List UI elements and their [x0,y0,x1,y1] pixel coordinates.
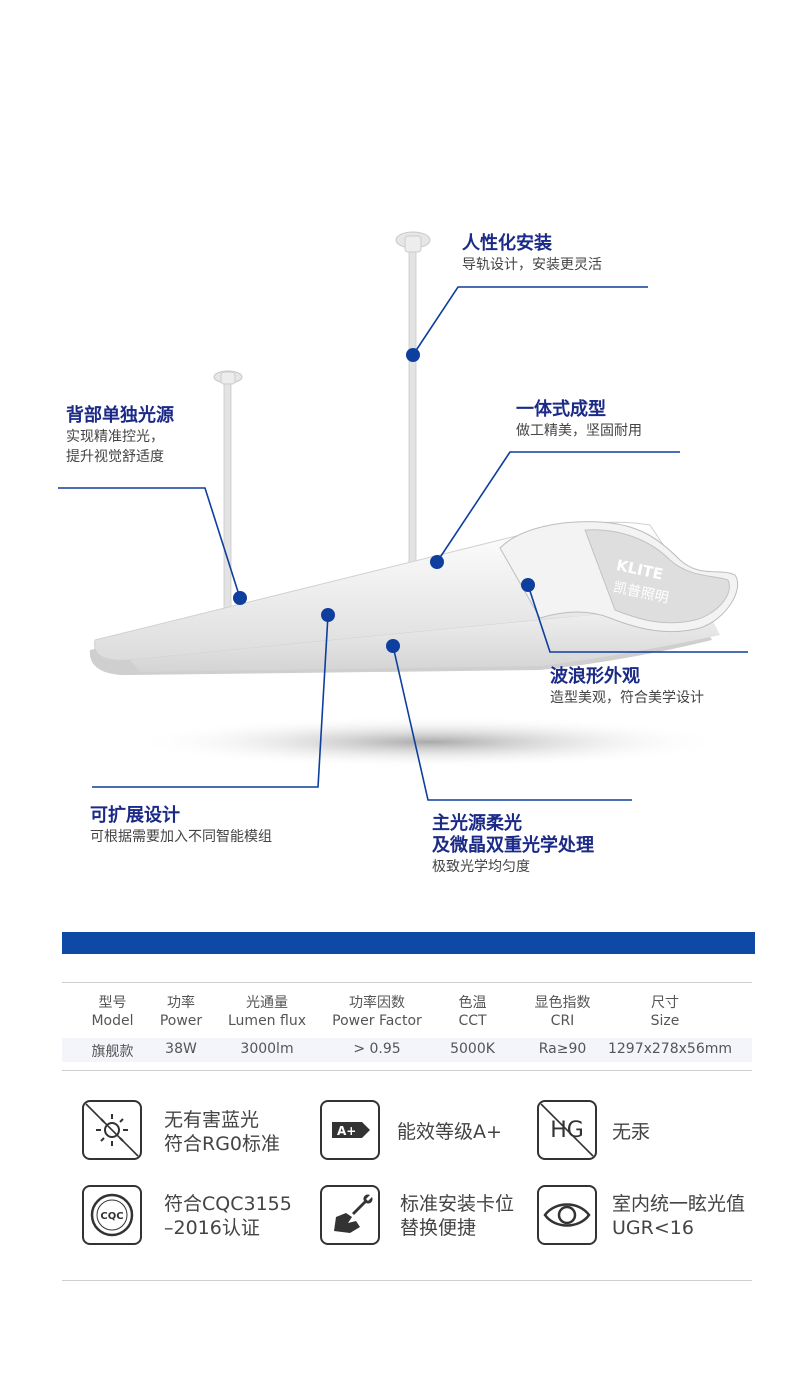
lamp-illustration: KLITE 凯普照明 [58,231,748,801]
cert-blue-light-label: 无有害蓝光符合RG0标准 [164,1109,281,1155]
spec-cell-size: 1297x278x56mm [607,1041,732,1057]
energy-badge-text: A+ [337,1124,356,1138]
footer-divider [62,1280,752,1281]
lamp-shadow [130,716,730,768]
feature-wave-title: 波浪形外观 [550,666,640,687]
table-top-divider [62,982,752,983]
spec-cell-power-factor: > 0.95 [353,1041,401,1057]
feature-back-light-desc-1: 实现精准控光， [66,429,164,445]
callout-dots [233,348,535,653]
table-bottom-divider [62,1070,752,1071]
callout-dot-expand [321,608,335,622]
spec-cell-power: 38W [165,1041,197,1057]
sun-crossed-icon [82,1100,142,1160]
feature-expand-title: 可扩展设计 [90,805,180,826]
callout-line-wave [527,584,748,653]
feature-optics-desc: 极致光学均匀度 [432,859,530,875]
section-bar [62,932,755,954]
spec-cell-cct: 5000K [450,1041,495,1057]
suspension-rod-right [395,231,431,568]
energy-label-icon: A+ [320,1100,380,1160]
cert-cqc-label: 符合CQC3155–2016认证 [164,1193,292,1239]
spec-cell-model: 旗舰款 [91,1044,134,1060]
feature-back-light: 背部单独光源 实现精准控光， 提升视觉舒适度 [66,405,174,467]
callout-line-install [412,286,648,356]
cqc-badge-text: CQC [100,1211,123,1222]
feature-optics: 主光源柔光 及微晶双重光学处理 极致光学均匀度 [432,813,594,877]
feature-wave-desc: 造型美观，符合美学设计 [550,690,704,706]
feature-back-light-title: 背部单独光源 [66,405,174,426]
suspension-rod-left [213,370,243,617]
mercury-crossed-icon: HG [537,1100,597,1160]
feature-install-title: 人性化安装 [462,233,552,254]
callout-line-optics [392,645,632,801]
callout-dot-back-light [233,591,247,605]
callout-dot-optics [386,639,400,653]
callout-dot-one-piece [430,555,444,569]
callout-line-expand [92,614,329,788]
callout-line-one-piece [436,451,680,563]
feature-one-piece-title: 一体式成型 [516,399,606,420]
eye-icon [537,1185,597,1245]
feature-install: 人性化安装 导轨设计，安装更灵活 [462,233,602,275]
callout-line-back-light [58,487,241,599]
feature-wave: 波浪形外观 造型美观，符合美学设计 [550,666,704,708]
cqc-seal-icon: CQC [82,1185,142,1245]
feature-back-light-desc-2: 提升视觉舒适度 [66,449,164,465]
callout-lines [58,286,748,801]
wrench-hand-icon [320,1185,380,1245]
spec-cell-cri: Ra≥90 [538,1041,587,1057]
spec-cell-lumen: 3000lm [240,1041,294,1057]
feature-install-desc: 导轨设计，安装更灵活 [462,257,602,273]
feature-optics-title-1: 主光源柔光 [432,813,522,834]
feature-one-piece-desc: 做工精美，坚固耐用 [516,423,642,439]
cert-energy-label: 能效等级A+ [397,1121,502,1143]
feature-expand: 可扩展设计 可根据需要加入不同智能模组 [90,805,272,847]
callout-dot-wave [521,578,535,592]
spec-row-background [62,1038,752,1062]
callout-dot-install [406,348,420,362]
feature-expand-desc: 可根据需要加入不同智能模组 [90,829,272,845]
feature-one-piece: 一体式成型 做工精美，坚固耐用 [516,399,642,441]
lamp-body: KLITE 凯普照明 [89,521,738,676]
feature-optics-title-2: 及微晶双重光学处理 [432,835,594,856]
cert-mercury-label: 无汞 [612,1121,651,1143]
cert-clip-label: 标准安装卡位替换便捷 [400,1193,515,1239]
